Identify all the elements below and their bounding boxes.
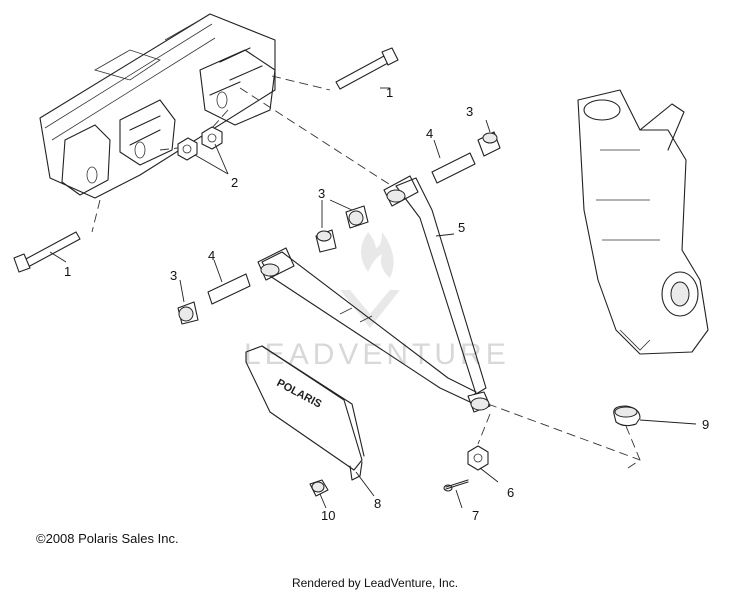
a-arm bbox=[257, 175, 491, 413]
copyright-notice: ©2008 Polaris Sales Inc. bbox=[36, 531, 179, 546]
frame-section bbox=[39, 13, 276, 199]
callout-3-left: 3 bbox=[170, 268, 177, 283]
steering-knuckle bbox=[577, 89, 709, 355]
bushing-left bbox=[177, 273, 251, 325]
callout-9: 9 bbox=[702, 417, 709, 432]
copyright-text: 2008 Polaris Sales Inc. bbox=[45, 531, 179, 546]
screw bbox=[309, 479, 329, 497]
nut-pair bbox=[177, 126, 223, 161]
callout-4-upper: 4 bbox=[426, 126, 433, 141]
callout-labels: 1 1 2 3 3 3 4 4 5 6 7 8 9 10 bbox=[64, 85, 709, 523]
callout-1-upper: 1 bbox=[386, 85, 393, 100]
bolt-lower bbox=[13, 231, 81, 273]
bushings-middle bbox=[315, 205, 369, 253]
leader-lines bbox=[49, 87, 697, 509]
cap bbox=[613, 405, 641, 427]
callout-8: 8 bbox=[374, 496, 381, 511]
callout-5: 5 bbox=[458, 220, 465, 235]
callout-1-lower: 1 bbox=[64, 264, 71, 279]
watermark-text: LEADVENTURE bbox=[244, 338, 510, 371]
copyright-symbol: © bbox=[36, 531, 46, 546]
callout-7: 7 bbox=[472, 508, 479, 523]
callout-4-left: 4 bbox=[208, 248, 215, 263]
callout-2: 2 bbox=[231, 175, 238, 190]
bushing-upper-right bbox=[431, 131, 501, 184]
cotter-pin bbox=[443, 479, 469, 492]
callout-10: 10 bbox=[321, 508, 335, 523]
castle-nut bbox=[467, 445, 489, 471]
bolt-upper bbox=[335, 47, 399, 90]
callout-3-middle: 3 bbox=[318, 186, 325, 201]
callout-3-upper: 3 bbox=[466, 104, 473, 119]
callout-6: 6 bbox=[507, 485, 514, 500]
watermark-logo bbox=[340, 232, 400, 328]
rendered-by-footer: Rendered by LeadVenture, Inc. bbox=[291, 576, 459, 590]
alignment-lines bbox=[91, 75, 641, 469]
